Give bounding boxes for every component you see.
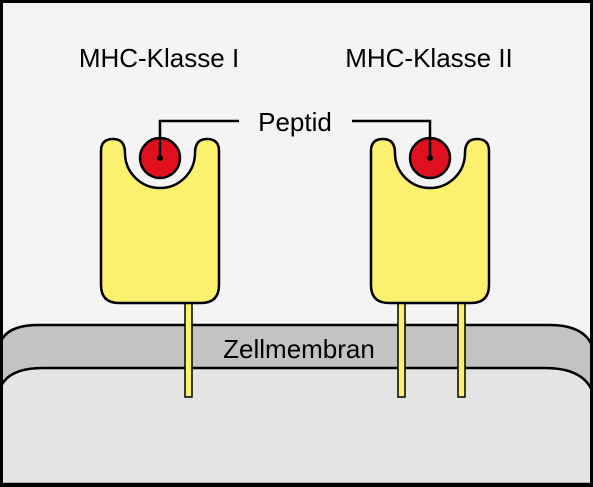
membrane-label: Zellmembran [223,334,375,364]
mhc1-molecule [99,137,221,305]
mhc-diagram: MHC-Klasse I MHC-Klasse II Peptid Zellme… [3,43,590,484]
mhc2-transmembrane-anchor-beta [457,298,466,398]
cell-interior [3,366,590,484]
peptide-leader-line-right [352,119,432,158]
peptide-label: Peptid [258,107,332,137]
mhc-class-2-label: MHC-Klasse II [345,43,513,73]
mhc1-transmembrane-anchor [184,298,193,398]
mhc-class-1-label: MHC-Klasse I [79,43,239,73]
peptide-leader-line-left [158,119,239,158]
mhc2-transmembrane-anchor-alpha [397,298,406,398]
mhc2-molecule [369,137,491,305]
